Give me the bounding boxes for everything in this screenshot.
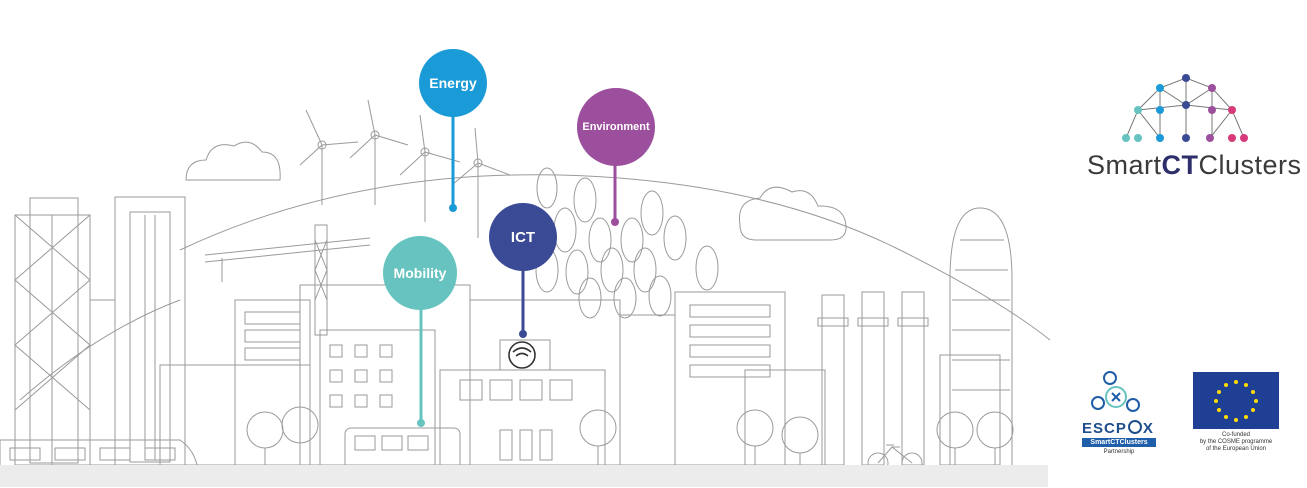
factory [817,291,929,466]
mobility-pin: Mobility [383,236,457,310]
street-trees [246,406,1014,475]
escpox-name-end: X [1142,420,1154,437]
smartctclusters-logo-mark [1122,74,1248,142]
ground [0,465,1048,487]
eu-caption-line3: of the European Union [1205,446,1267,452]
wifi-icon [508,341,536,369]
escpox-o-icon [1127,420,1142,434]
torre-agbar [949,207,1013,465]
eu-caption-line2: by the COSME programme [1199,439,1273,445]
logo-suffix: Clusters [1198,150,1302,180]
environment-pin: Environment [577,88,655,166]
windows-grid [329,344,393,408]
logo-prefix: Smart [1087,150,1162,180]
ict-pin: ICT [489,203,557,271]
escpox-logo-mark [1091,371,1140,412]
cloud-left [185,141,281,181]
eu-caption-line1: Co-funded [1221,432,1251,438]
escpox-sub: Partnership [1103,449,1135,455]
wind-turbines [299,99,511,238]
logo-highlight: CT [1161,150,1199,180]
escpox-name: ESCP [1082,420,1127,437]
forest [535,167,719,319]
escpox-logo-text: ESCP X [1082,420,1154,437]
eu-flag [1193,372,1279,429]
hill-line [179,174,1051,341]
smartctclusters-logo-text: SmartCTClusters [1087,150,1302,181]
escpox-badge: SmartCTClusters [1082,438,1156,447]
lattice-tower [14,197,91,466]
energy-pin: Energy [419,49,487,117]
cloud-right [738,186,847,241]
construction-crane [204,224,371,336]
central-building [469,299,621,466]
tall-building [114,196,186,466]
pin-stems [417,110,619,427]
